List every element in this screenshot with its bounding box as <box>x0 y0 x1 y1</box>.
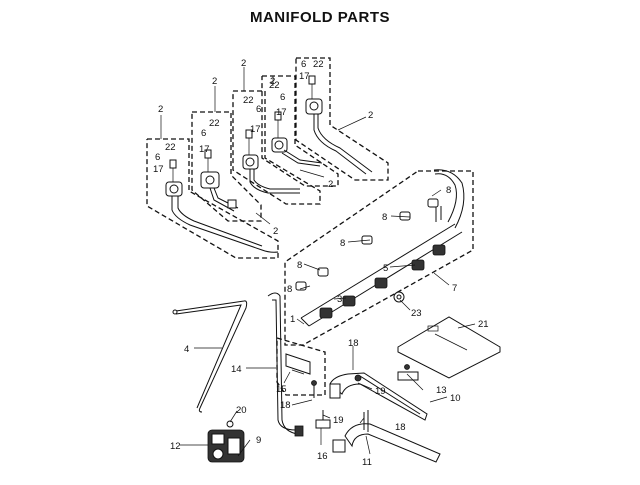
callout-15: 15 <box>276 384 287 395</box>
callout-6: 6 <box>301 59 306 70</box>
callout-20: 20 <box>236 405 247 416</box>
callout-1: 1 <box>290 314 295 325</box>
pressure-regulator <box>207 420 245 463</box>
leader-lines <box>160 67 476 457</box>
callout-19: 19 <box>333 415 344 426</box>
valve-4 <box>271 111 323 167</box>
callout-22: 22 <box>269 80 280 91</box>
valve-assembly-box-3 <box>232 90 321 205</box>
bracket-16 <box>315 410 331 429</box>
callout-2: 2 <box>328 179 333 190</box>
valve-2 <box>200 149 239 212</box>
callout-17: 17 <box>250 124 261 135</box>
callout-19: 19 <box>375 386 386 397</box>
washer <box>393 291 405 303</box>
callout-8: 8 <box>382 212 387 223</box>
callout-12: 12 <box>170 441 181 452</box>
manifold-assembly-box <box>284 170 474 346</box>
callout-8: 8 <box>340 238 345 249</box>
callout-10: 10 <box>450 393 461 404</box>
burner-tube-11 <box>332 410 441 463</box>
callout-2: 2 <box>241 58 246 69</box>
valve-assembly-box-1 <box>146 138 279 259</box>
callout-8: 8 <box>446 185 451 196</box>
valve-3 <box>242 129 300 194</box>
callout-18: 18 <box>280 400 291 411</box>
callout-17: 17 <box>299 71 310 82</box>
valve-5 <box>305 75 373 175</box>
callout-8: 8 <box>287 284 292 295</box>
callout-22: 22 <box>165 142 176 153</box>
callout-7: 7 <box>452 283 457 294</box>
callout-13: 13 <box>436 385 447 396</box>
heat-shield <box>397 316 501 379</box>
callout-2: 2 <box>270 76 275 87</box>
callout-8: 8 <box>297 260 302 271</box>
valve-1 <box>165 159 279 253</box>
callout-2: 2 <box>273 226 278 237</box>
diagram-title: MANIFOLD PARTS <box>249 9 391 26</box>
callout-17: 17 <box>276 107 287 118</box>
callout-17: 17 <box>199 144 210 155</box>
callout-9: 9 <box>256 435 261 446</box>
callout-11: 11 <box>362 457 372 468</box>
tube-4 <box>172 300 248 413</box>
callout-2: 2 <box>368 110 373 121</box>
callout-16: 16 <box>317 451 328 462</box>
callout-2: 2 <box>158 104 163 115</box>
callout-23: 23 <box>411 308 422 319</box>
tube-14 <box>267 292 304 437</box>
callout-18: 18 <box>348 338 359 349</box>
callout-2: 2 <box>212 76 217 87</box>
callout-21: 21 <box>478 319 489 330</box>
callout-17: 17 <box>153 164 164 175</box>
bracket-15 <box>285 353 311 375</box>
callout-18: 18 <box>395 422 406 433</box>
callout-labels: 2 2 2 2 2 2 2 22 22 22 22 22 6 6 6 6 6 1… <box>153 58 489 468</box>
valve-assembly-box-5 <box>295 57 389 181</box>
callout-6: 6 <box>155 152 160 163</box>
callout-22: 22 <box>243 95 254 106</box>
screw-18-a <box>311 380 317 398</box>
callout-22: 22 <box>209 118 220 129</box>
callout-4: 4 <box>184 344 189 355</box>
callout-6: 6 <box>201 128 206 139</box>
callout-6: 6 <box>280 92 285 103</box>
callout-3: 3 <box>337 294 342 305</box>
callout-22: 22 <box>313 59 324 70</box>
callout-14: 14 <box>231 364 242 375</box>
callout-6: 6 <box>256 104 261 115</box>
burner-tube-10 <box>329 372 428 421</box>
callout-5: 5 <box>383 263 388 274</box>
screw-13 <box>397 364 419 381</box>
manifold-valve-clips <box>295 198 446 319</box>
valve-assembly-box-4 <box>261 75 339 187</box>
valve-assembly-box-2 <box>191 111 262 222</box>
